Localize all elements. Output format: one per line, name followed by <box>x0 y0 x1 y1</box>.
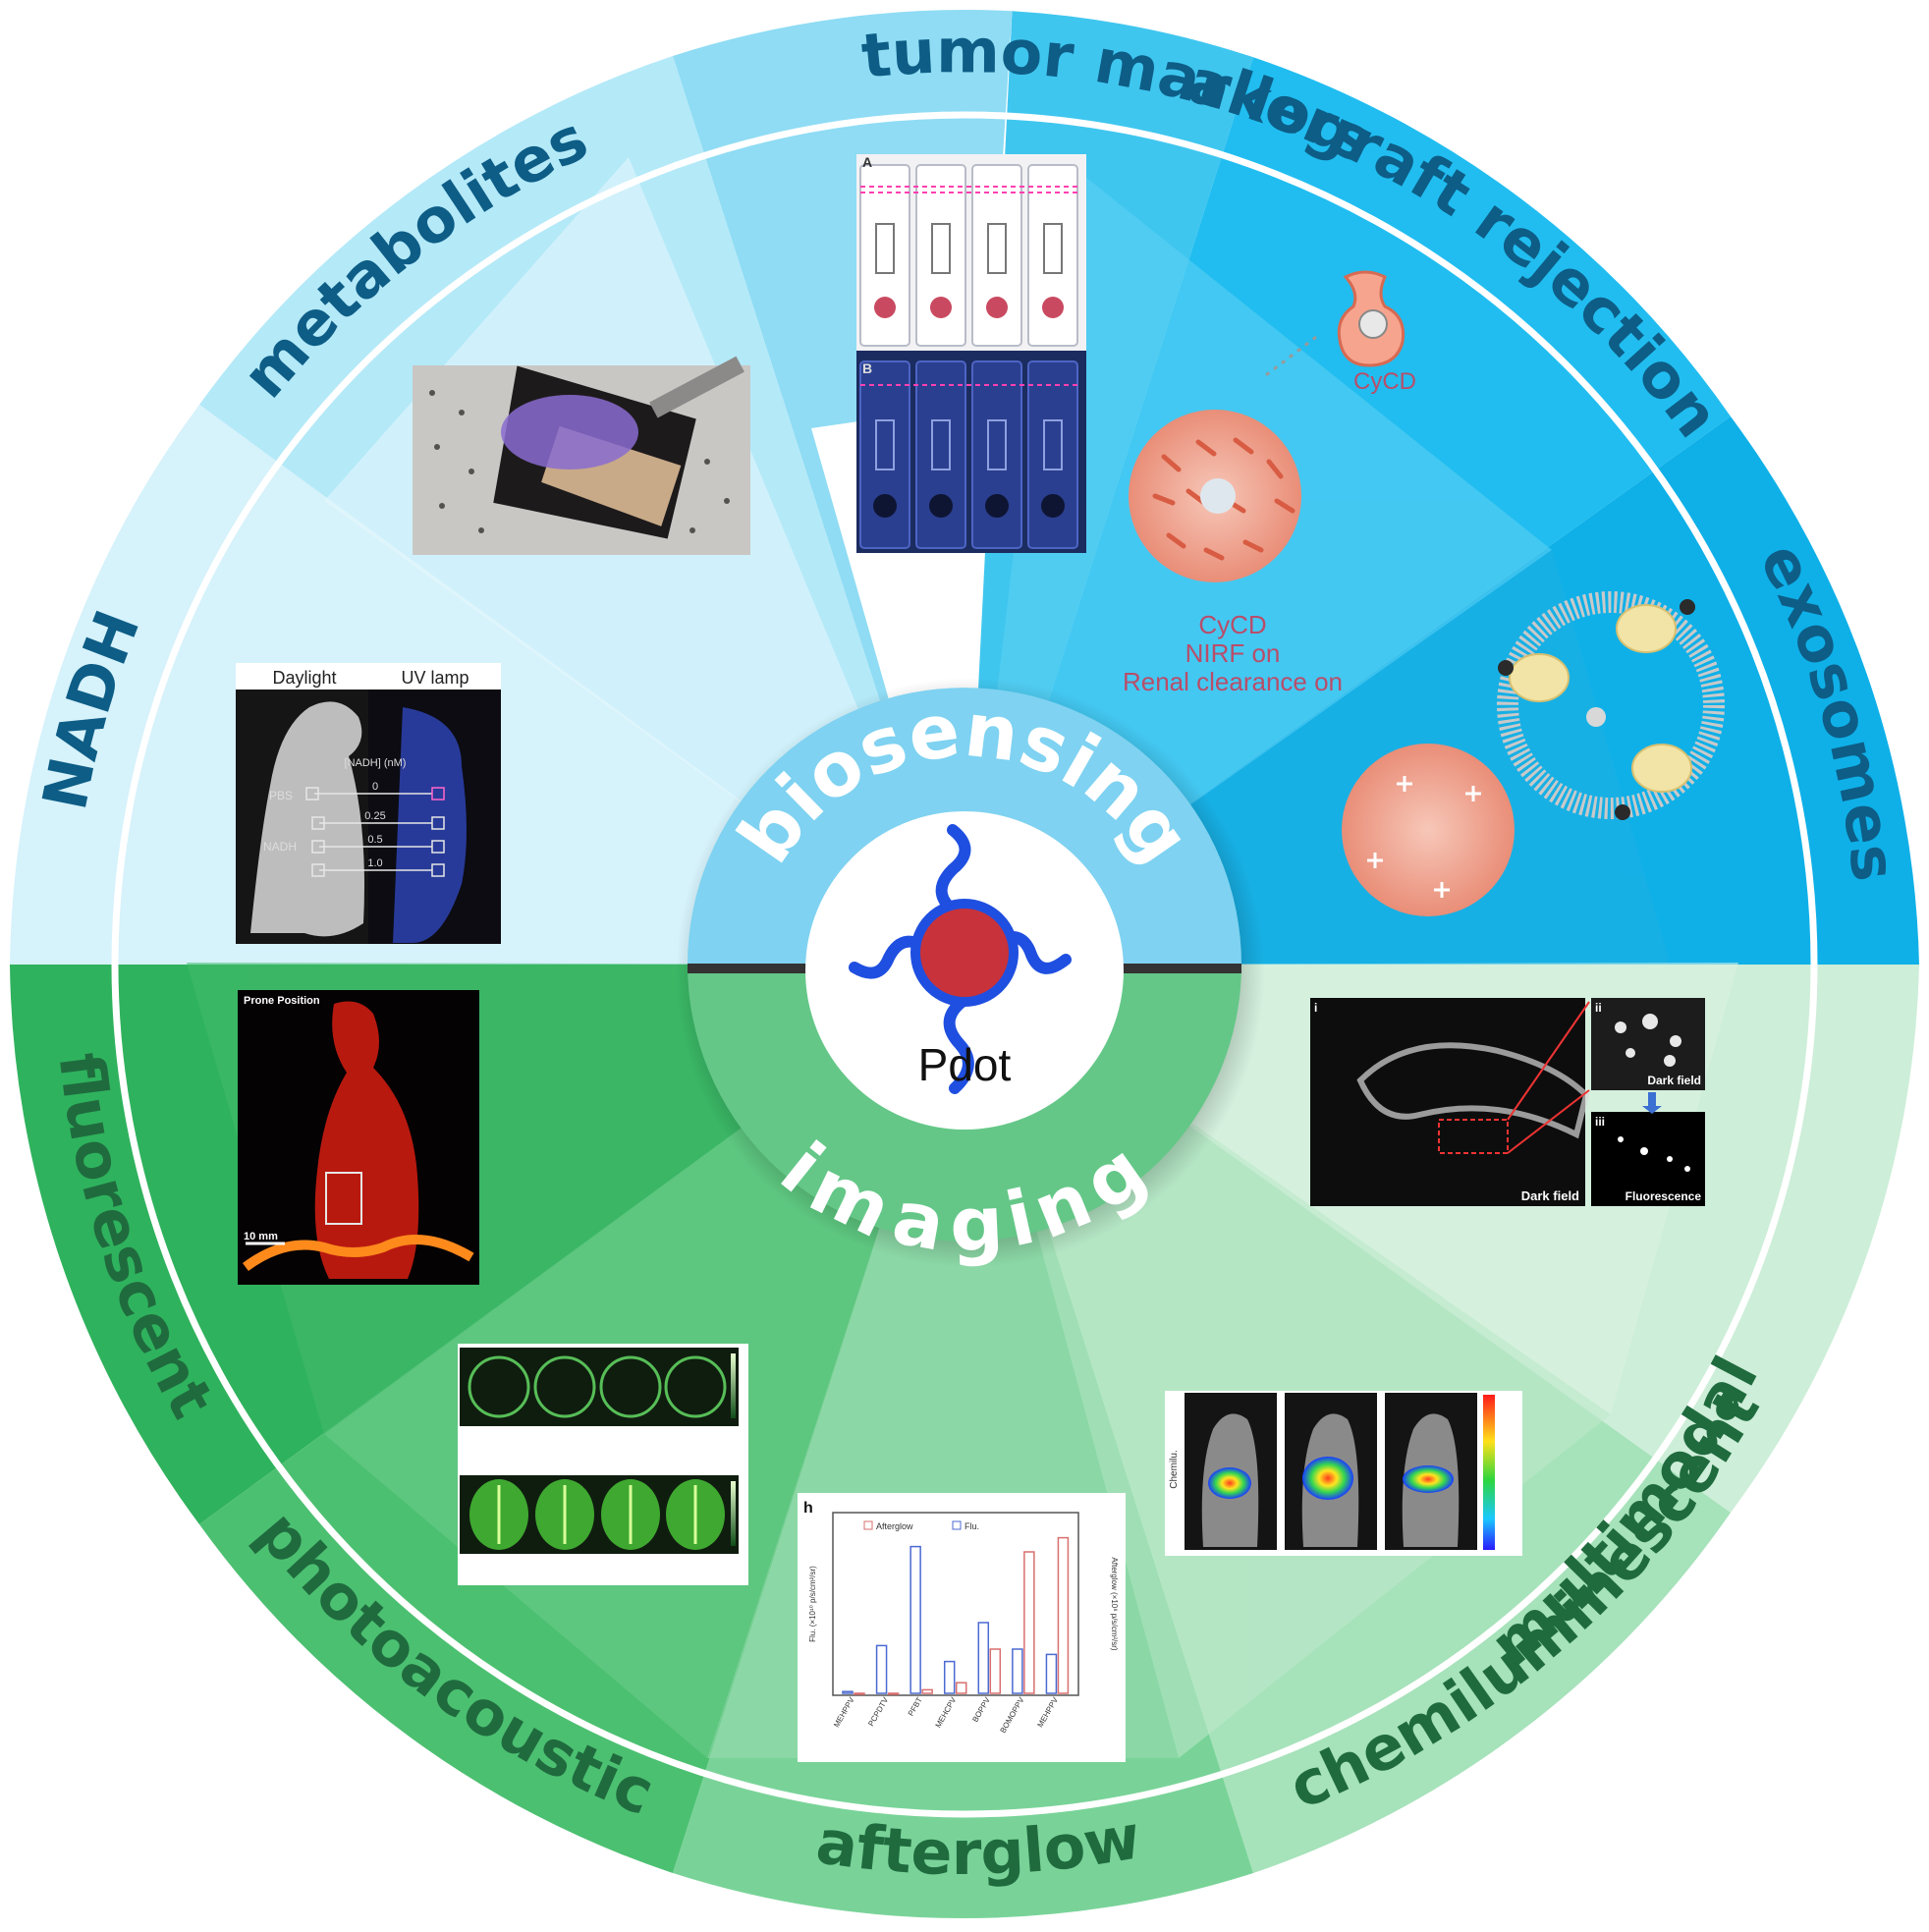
panel-exosomes <box>1342 591 1725 916</box>
nadh-value-2: 0.5 <box>367 834 382 846</box>
center-hub: biosensing imaging Pdot <box>676 678 1265 1269</box>
exosome-vesicle <box>1497 591 1725 819</box>
renal-clearance-label: Renal clearance on <box>1123 667 1343 696</box>
dark-field-label-2: Dark field <box>1647 1074 1701 1087</box>
nadh-value-1: 0.25 <box>364 810 385 822</box>
afterglow-bar <box>1023 1551 1035 1694</box>
chemi-signal-2 <box>1302 1457 1353 1500</box>
afterglow-bar <box>1057 1536 1070 1694</box>
tumor-panel-b-label: B <box>862 360 872 376</box>
afterglow-bar <box>989 1648 1002 1694</box>
nirf-on-label: NIRF on <box>1185 638 1281 668</box>
panel-fluorescent: Prone Position 10 mm <box>238 990 479 1285</box>
panel-multimodal: i ii iii Dark field Dark field Fluoresce… <box>1310 998 1705 1206</box>
legend-flu: Flu. <box>964 1521 979 1531</box>
flu-bar <box>842 1690 854 1694</box>
purple-glow <box>501 395 638 469</box>
scale-label: 10 mm <box>244 1231 278 1242</box>
flu-bar <box>943 1660 956 1694</box>
pdot-label: Pdot <box>918 1039 1012 1090</box>
afterglow-bar <box>887 1692 900 1695</box>
afterglow-bar <box>955 1682 967 1694</box>
fluorescence-label: Fluorescence <box>1626 1189 1702 1203</box>
pdot-icon <box>849 824 1072 1094</box>
chemi-signal-3 <box>1403 1465 1454 1493</box>
cycd-top-label: CyCD <box>1353 368 1416 395</box>
afterglow-bar <box>854 1692 865 1695</box>
red-fluorescence-mouse <box>314 1001 419 1279</box>
afterglow-y-right: Afterglow (×10⁸ p/s/cm²/sr) <box>1110 1557 1119 1651</box>
multimodal-iii: iii <box>1595 1115 1605 1129</box>
panel-allograft-rejection: CyCD CyCD NIRF on Renal clearance on <box>1123 270 1416 696</box>
panel-tumor-markers: A B <box>856 154 1086 553</box>
afterglow-y-left: Flu. (×10¹⁰ p/s/cm²/sr) <box>808 1566 817 1642</box>
flu-bar <box>909 1545 921 1694</box>
flu-bar <box>1012 1648 1023 1694</box>
afterglow-panel-h: h <box>803 1500 813 1517</box>
nadh-row-label: NADH <box>263 840 297 854</box>
afterglow-bars <box>842 1536 1070 1695</box>
flu-bar <box>1045 1653 1058 1694</box>
flu-bar <box>875 1644 888 1694</box>
nadh-value-3: 1.0 <box>367 857 382 869</box>
panel-afterglow: h Afterglow Flu. Flu. (×10¹⁰ p/s/cm²/sr)… <box>798 1493 1126 1762</box>
chemi-signal-1 <box>1208 1467 1251 1499</box>
tumor-panel-a-label: A <box>862 154 872 170</box>
dark-field-cell <box>1356 1042 1590 1139</box>
panel-nadh: Daylight UV lamp [NADH] (nM) PBS NADH 0 … <box>236 663 501 944</box>
pbs-label: PBS <box>269 789 293 802</box>
flu-bar <box>977 1622 990 1694</box>
afterglow-bar <box>921 1688 933 1694</box>
panel-photoacoustic <box>458 1344 748 1585</box>
multimodal-ii: ii <box>1595 1001 1602 1015</box>
nadh-nm-label: [NADH] (nM) <box>345 757 407 769</box>
multimodal-i: i <box>1314 1001 1317 1015</box>
mouse-silhouette <box>250 701 364 937</box>
chemi-side-label: Chemilu. <box>1169 1450 1180 1488</box>
panel-chemiluminescent: Chemilu. <box>1165 1391 1522 1556</box>
dark-field-label-1: Dark field <box>1521 1188 1579 1203</box>
legend-afterglow: Afterglow <box>876 1521 913 1531</box>
inner-ring-line <box>111 111 1818 1818</box>
panel-metabolites <box>413 356 750 555</box>
uv-lamp-label: UV lamp <box>401 668 468 688</box>
chemi-colorbar <box>1483 1395 1495 1550</box>
pdot-sphere <box>1342 744 1515 916</box>
cycd-bottom-label: CyCD <box>1198 610 1266 639</box>
prone-position-label: Prone Position <box>244 995 320 1007</box>
daylight-label: Daylight <box>272 668 336 688</box>
nadh-value-0: 0 <box>372 781 378 793</box>
